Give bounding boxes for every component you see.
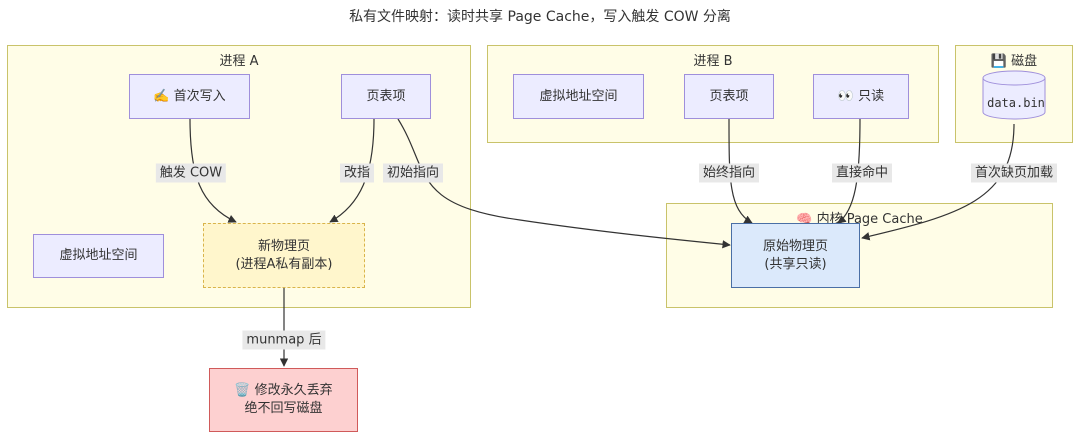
process-a-label: 进程 A bbox=[219, 54, 259, 69]
edge-label-trigger-cow: 触发 COW bbox=[155, 163, 227, 183]
edge-a-pte-to-new-page bbox=[329, 118, 375, 223]
new-physical-page-subtitle: (进程A私有副本) bbox=[235, 256, 333, 272]
edge-label-direct-hit: 直接命中 bbox=[831, 163, 893, 183]
first-write-node: ✍️ 首次写入 bbox=[129, 74, 250, 119]
edge-b-pte-to-original-page bbox=[728, 118, 753, 224]
read-only-label: 👀 只读 bbox=[837, 88, 885, 104]
original-physical-page-title: 原始物理页 bbox=[762, 238, 828, 254]
discard-changes-node: 🗑️ 修改永久丢弃 绝不回写磁盘 bbox=[209, 368, 358, 432]
process-b-virtual-address-space-node: 虚拟地址空间 bbox=[513, 74, 644, 119]
process-b-virtual-address-space-label: 虚拟地址空间 bbox=[539, 88, 618, 104]
process-a-page-table-entry-node: 页表项 bbox=[341, 74, 431, 119]
process-a-virtual-address-space-label: 虚拟地址空间 bbox=[59, 248, 138, 263]
new-physical-page-node: 新物理页 (进程A私有副本) bbox=[203, 223, 365, 288]
new-physical-page-title: 新物理页 bbox=[257, 238, 310, 254]
process-b-label: 进程 B bbox=[693, 54, 733, 69]
disk-cylinder-shape bbox=[982, 70, 1046, 120]
diagram-title: 私有文件映射：读时共享 Page Cache，写入触发 COW 分离 bbox=[349, 9, 731, 25]
edge-label-always-point: 始终指向 bbox=[698, 163, 760, 183]
process-b-page-table-entry-node: 页表项 bbox=[684, 74, 774, 119]
edge-disk-to-original-page bbox=[861, 123, 1015, 241]
edge-label-redirect: 改指 bbox=[339, 163, 375, 183]
disk-file-label: data.bin bbox=[987, 96, 1045, 110]
process-a-page-table-entry-label: 页表项 bbox=[366, 88, 406, 104]
original-physical-page-subtitle: (共享只读) bbox=[764, 256, 827, 272]
discard-changes-subtitle: 绝不回写磁盘 bbox=[244, 401, 323, 416]
edge-first-write-to-new-page bbox=[189, 118, 237, 223]
original-physical-page-node: 原始物理页 (共享只读) bbox=[731, 223, 860, 288]
edge-a-pte-to-original-page bbox=[397, 118, 731, 249]
process-b-page-table-entry-label: 页表项 bbox=[709, 88, 749, 104]
discard-changes-title: 🗑️ 修改永久丢弃 bbox=[234, 383, 333, 398]
process-a-virtual-address-space-node: 虚拟地址空间 bbox=[33, 234, 164, 278]
edge-readonly-to-original-page bbox=[837, 118, 861, 224]
first-write-label: ✍️ 首次写入 bbox=[153, 88, 226, 104]
edge-label-initial-point: 初始指向 bbox=[382, 163, 444, 183]
edge-label-after-munmap: munmap 后 bbox=[242, 330, 326, 350]
read-only-node: 👀 只读 bbox=[813, 74, 909, 119]
disk-label: 💾 磁盘 bbox=[990, 54, 1038, 69]
edge-label-first-fault-load: 首次缺页加载 bbox=[970, 163, 1058, 183]
